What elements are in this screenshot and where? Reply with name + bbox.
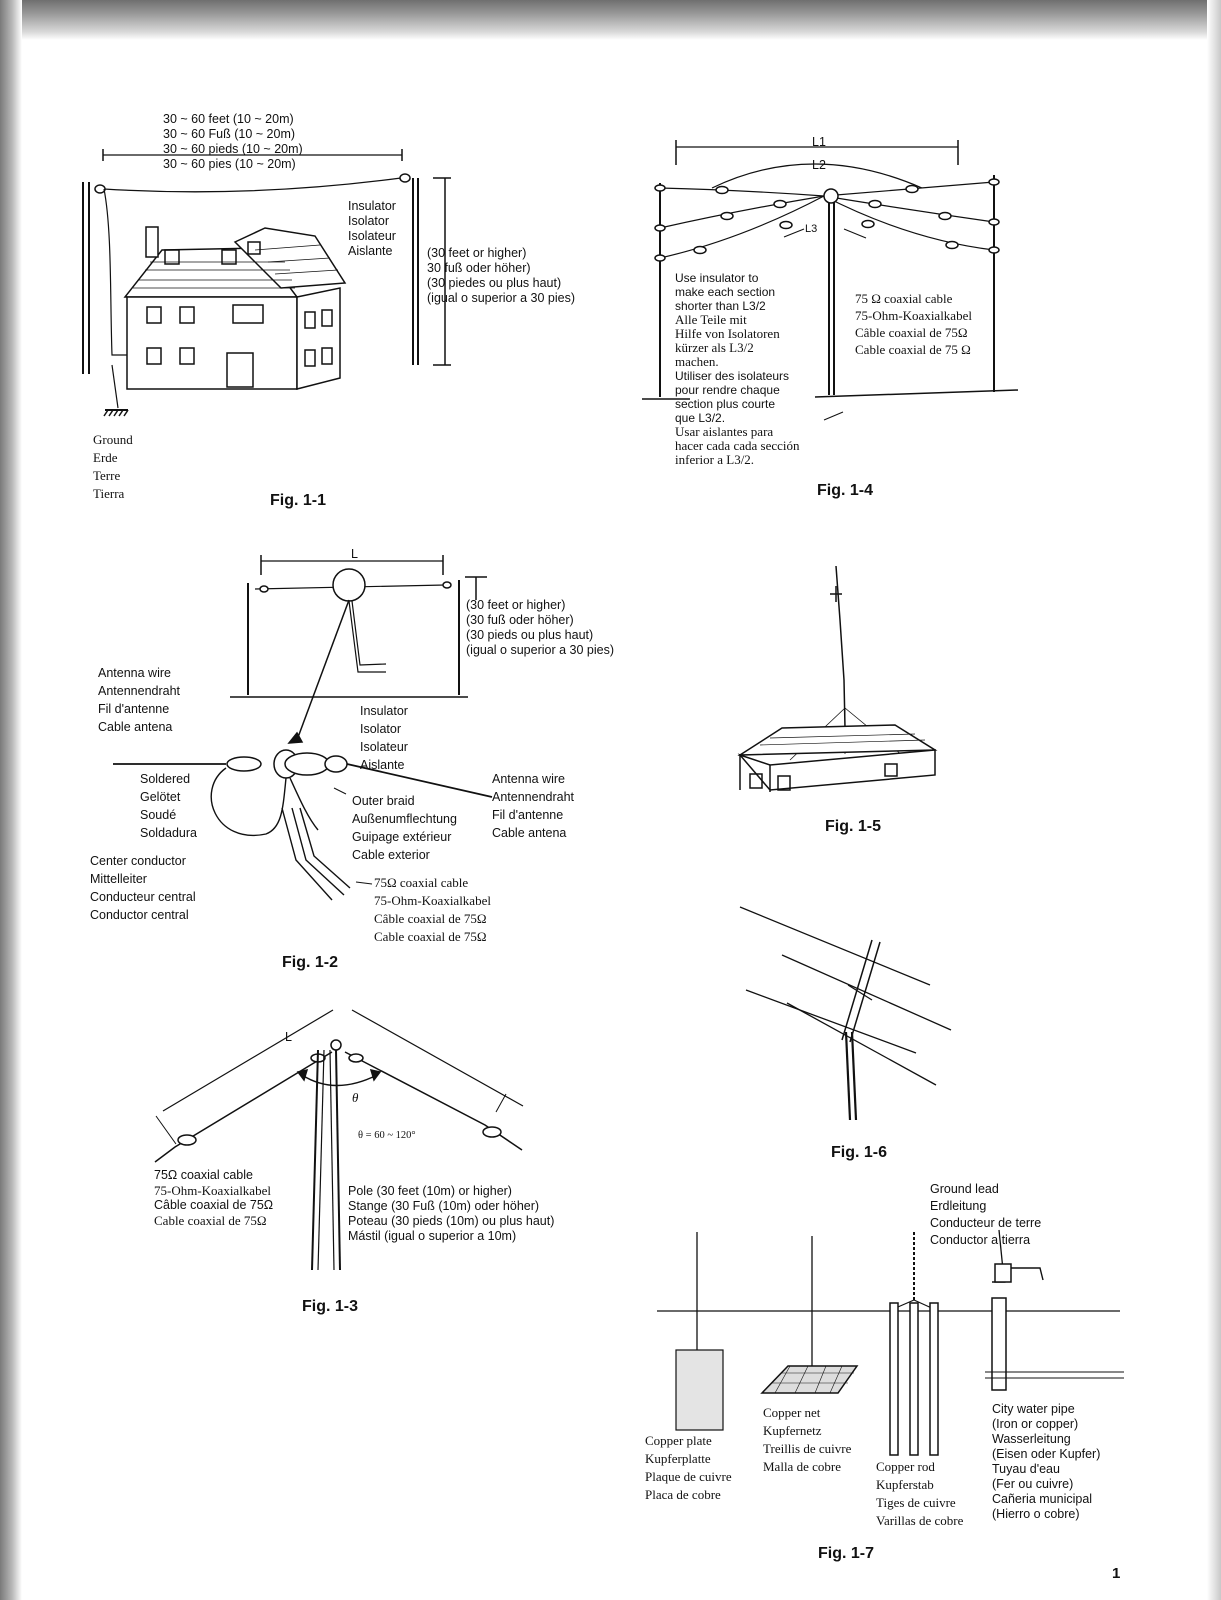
fig-1-1-insulator-label: Insulator Isolator Isolateur Aislante — [348, 199, 396, 258]
fig-1-3-pole-label: Pole (30 feet (10m) or higher) Stange (3… — [348, 1184, 555, 1243]
fig-1-2-outer-braid-label: Outer braid Außenumflechtung Guipage ext… — [352, 794, 457, 862]
fig-1-2-soldered-label: Soldered Gelötet Soudé Soldadura — [140, 772, 197, 840]
fig-1-3-coax-label: 75Ω coaxial cable 75-Ohm-Koaxialkabel Câ… — [154, 1168, 274, 1228]
scan-shadow-right — [1207, 0, 1221, 1600]
fig-1-7-water-pipe-label: City water pipe (Iron or copper) Wasserl… — [992, 1402, 1101, 1521]
fig-1-4-l1-label: L1 — [812, 135, 826, 149]
fig-1-7-copper-net-label: Copper net Kupfernetz Treillis de cuivre… — [763, 1405, 852, 1474]
fig-1-2-coax-label: 75Ω coaxial cable 75-Ohm-Koaxialkabel Câ… — [374, 875, 491, 944]
page-number: 1 — [1112, 1565, 1121, 1582]
fig-1-2-center-conductor-label: Center conductor Mittelleiter Conducteur… — [90, 854, 196, 922]
fig-1-7-copper-plate-label: Copper plate Kupferplatte Plaque de cuiv… — [645, 1433, 732, 1502]
fig-1-2-insulator-label: Insulator Isolator Isolateur Aislante — [360, 704, 408, 772]
fig-1-4-insulator-note: Use insulator to make each section short… — [675, 271, 800, 467]
fig-1-2-drawing — [113, 555, 493, 901]
fig-1-7-ground-lead-label: Ground lead Erdleitung Conducteur de ter… — [930, 1182, 1042, 1247]
fig-1-1-ground-label: Ground Erde Terre Tierra — [93, 432, 133, 501]
fig-1-3-drawing — [154, 1009, 524, 1271]
fig-1-4-l3-label: L3 — [805, 223, 818, 235]
fig-1-2-antenna-wire-right: Antenna wire Antennendraht Fil d'antenne… — [492, 772, 575, 840]
fig-1-4-coax-label: 75 Ω coaxial cable 75-Ohm-Koaxialkabel C… — [855, 291, 972, 357]
fig-1-2-height-label: (30 feet or higher) (30 fuß oder höher) … — [466, 598, 614, 657]
fig-1-3-theta-label: θ — [352, 1090, 359, 1105]
fig-1-4-l2-label: L2 — [812, 158, 826, 172]
scan-shadow-top — [0, 0, 1221, 40]
fig-1-4-caption: Fig. 1-4 — [817, 482, 874, 499]
fig-1-7-copper-rod-label: Copper rod Kupferstab Tiges de cuivre Va… — [876, 1459, 964, 1528]
fig-1-6-caption: Fig. 1-6 — [831, 1144, 888, 1161]
fig-1-6-drawing — [739, 906, 952, 1121]
fig-1-1-height-label: (30 feet or higher) 30 fuß oder höher) (… — [427, 246, 575, 305]
fig-1-1-caption: Fig. 1-1 — [270, 492, 327, 509]
fig-1-2-l-label: L — [351, 547, 358, 561]
fig-1-3-l-label: L — [285, 1030, 292, 1044]
fig-1-3-caption: Fig. 1-3 — [302, 1298, 359, 1315]
fig-1-5-drawing — [737, 565, 938, 792]
fig-1-7-drawing — [657, 1229, 1124, 1456]
scan-shadow-left — [0, 0, 22, 1600]
fig-1-1-length-label: 30 ~ 60 feet (10 ~ 20m) 30 ~ 60 Fuß (10 … — [163, 112, 303, 171]
fig-1-2-caption: Fig. 1-2 — [282, 954, 339, 971]
fig-1-1-drawing — [82, 149, 451, 417]
fig-1-2-antenna-wire-left: Antenna wire Antennendraht Fil d'antenne… — [98, 666, 181, 734]
fig-1-3-angle-label: θ = 60 ~ 120° — [358, 1130, 416, 1141]
fig-1-5-caption: Fig. 1-5 — [825, 818, 882, 835]
fig-1-4-drawing — [642, 140, 1019, 421]
fig-1-7-caption: Fig. 1-7 — [818, 1545, 875, 1562]
